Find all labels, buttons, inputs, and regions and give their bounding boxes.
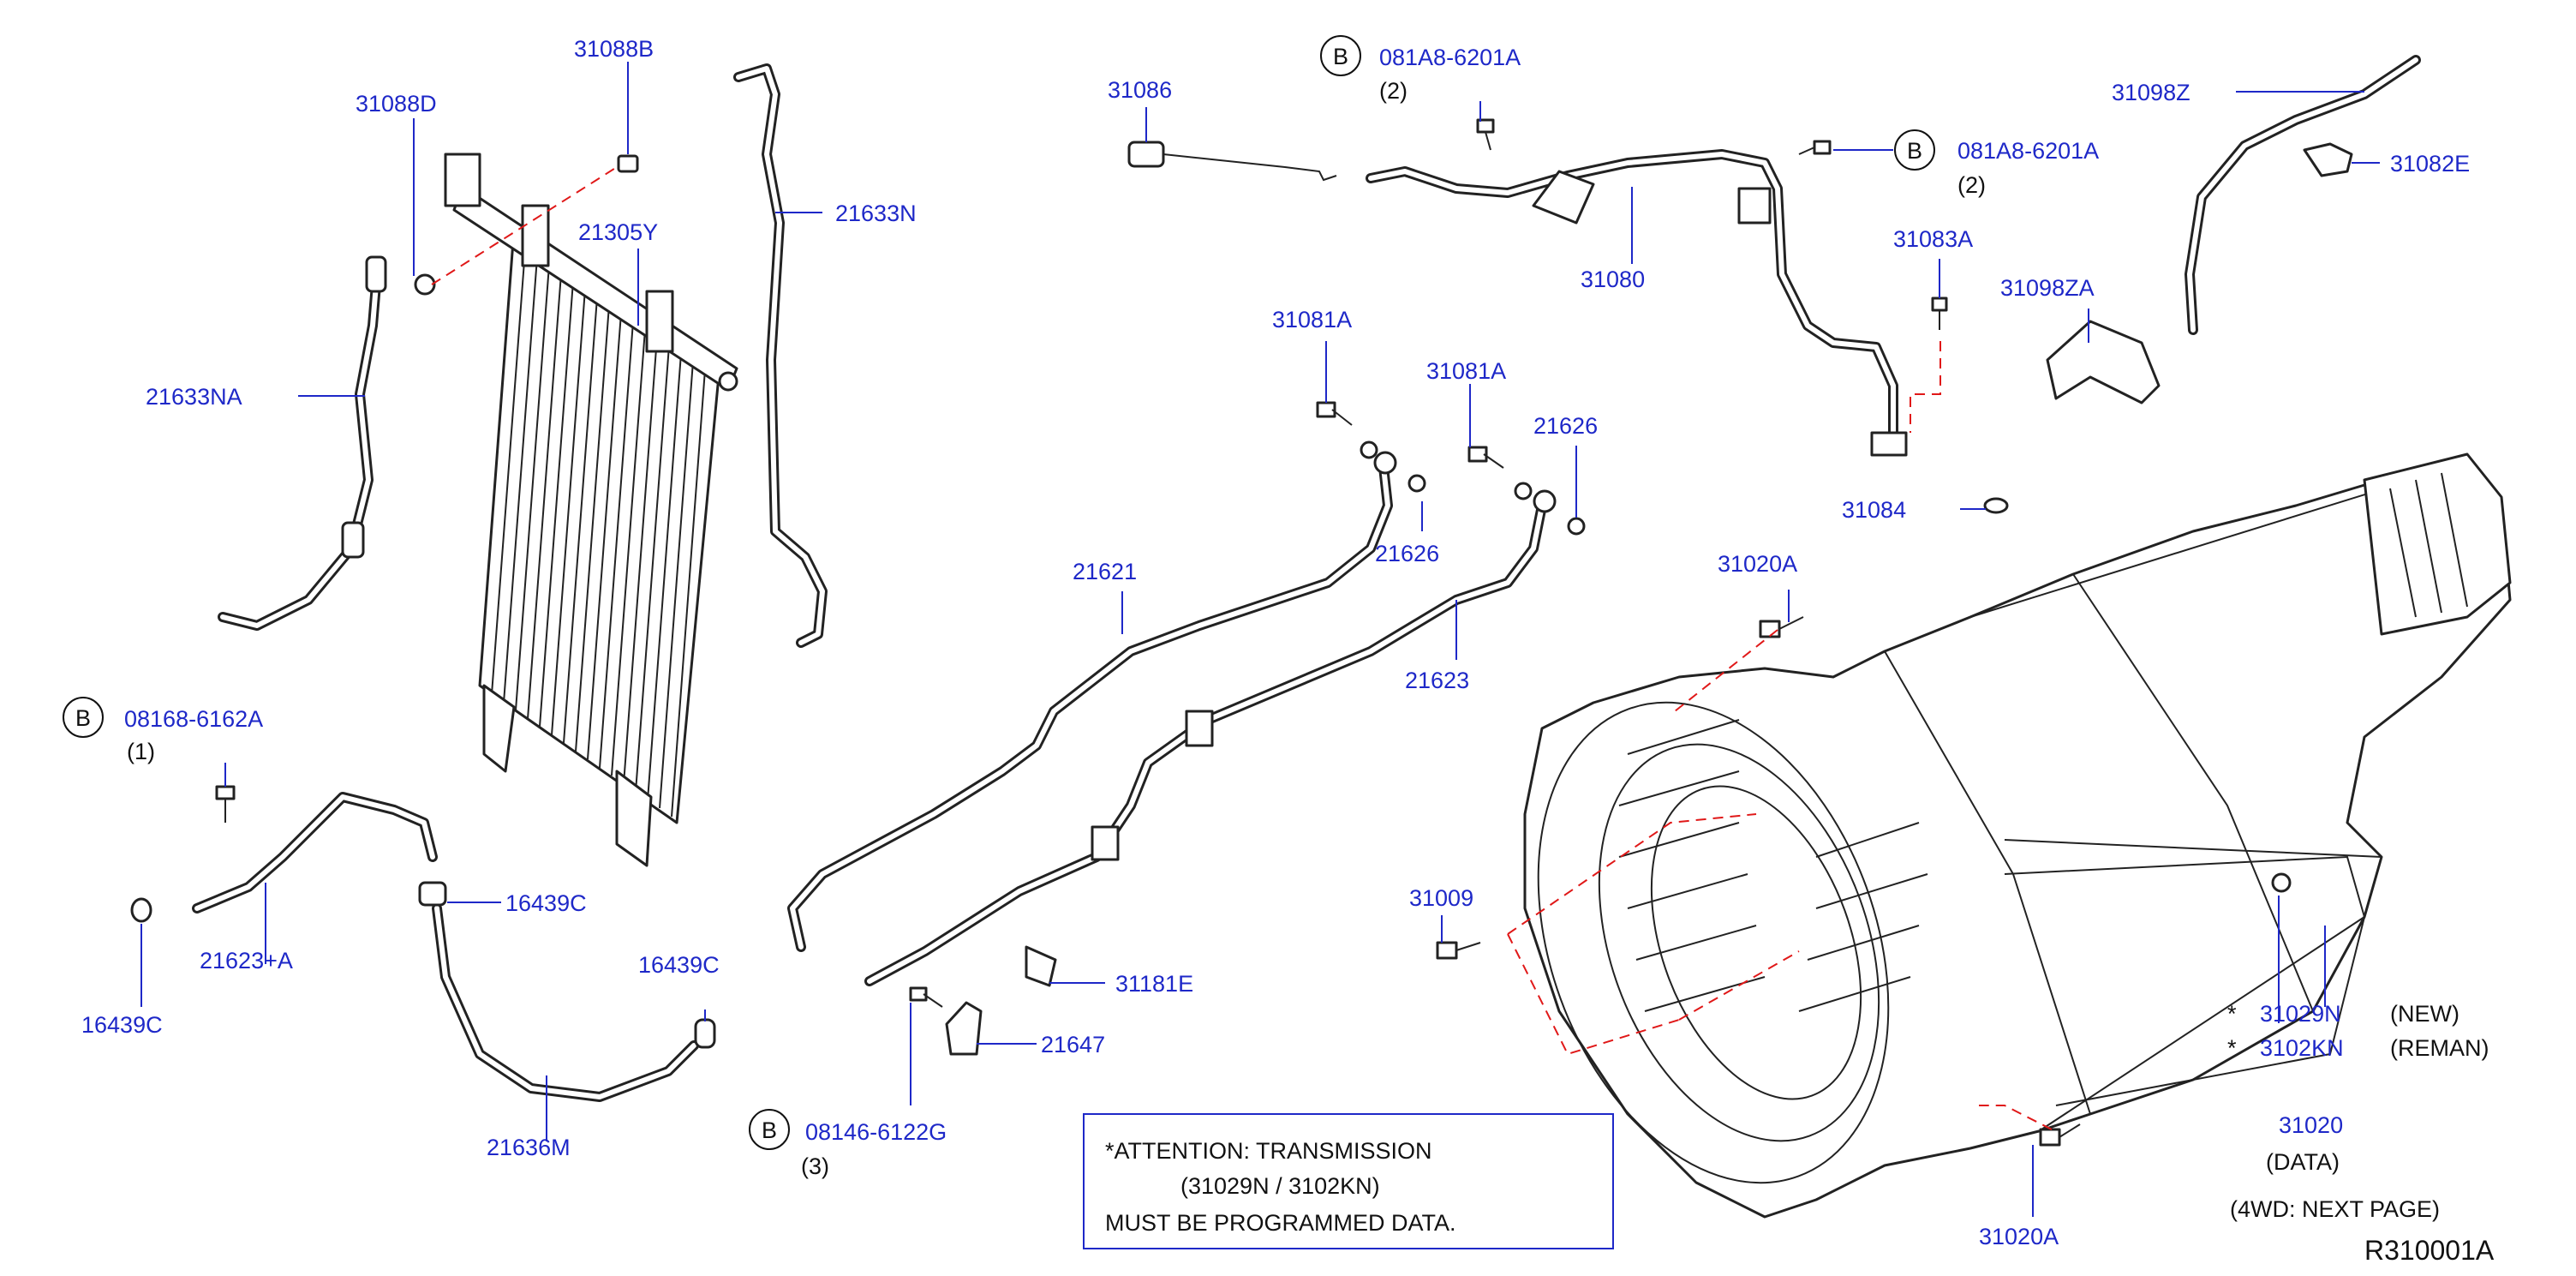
part-label-16439C-b[interactable]: 16439C bbox=[638, 952, 720, 978]
part-label-31009[interactable]: 31009 bbox=[1409, 885, 1473, 911]
part-label-31088D[interactable]: 31088D bbox=[356, 91, 437, 117]
part-label-31081A-2[interactable]: 31081A bbox=[1426, 358, 1506, 384]
attention-box bbox=[1083, 1113, 1614, 1249]
part-label-31083A[interactable]: 31083A bbox=[1893, 226, 1973, 252]
circle-b-letter-4: B bbox=[762, 1117, 777, 1143]
part-label-3102KN[interactable]: 3102KN bbox=[2260, 1035, 2344, 1061]
part-label-31181E[interactable]: 31181E bbox=[1115, 971, 1193, 997]
part-label-16439C-c[interactable]: 16439C bbox=[81, 1012, 163, 1038]
part-label-31082E[interactable]: 31082E bbox=[2390, 151, 2470, 177]
star-marker-1: * bbox=[2227, 1001, 2237, 1027]
part-label-21647[interactable]: 21647 bbox=[1041, 1032, 1105, 1057]
transmission-assembly bbox=[1523, 452, 2512, 1219]
circle-b-3 bbox=[1894, 129, 1935, 171]
star-marker-2: * bbox=[2227, 1035, 2237, 1061]
attention-line-2: (31029N / 3102KN) bbox=[1180, 1173, 1380, 1199]
reman-note: (REMAN) bbox=[2390, 1035, 2489, 1061]
part-label-21623A[interactable]: 21623+A bbox=[200, 948, 293, 973]
part-label-31088B[interactable]: 31088B bbox=[574, 36, 654, 62]
new-note: (NEW) bbox=[2390, 1001, 2459, 1027]
part-label-31080[interactable]: 31080 bbox=[1581, 267, 1645, 292]
part-label-08168-6162A[interactable]: 08168-6162A bbox=[124, 706, 263, 732]
part-label-21626-1[interactable]: 21626 bbox=[1533, 413, 1598, 439]
circle-b-2 bbox=[1320, 35, 1361, 76]
part-label-21623[interactable]: 21623 bbox=[1405, 668, 1469, 693]
part-label-31084[interactable]: 31084 bbox=[1842, 497, 1906, 523]
circle-b-letter-3: B bbox=[1907, 138, 1922, 164]
diagram-reference-code: R310001A bbox=[2364, 1235, 2495, 1266]
attention-line-3: MUST BE PROGRAMMED DATA. bbox=[1105, 1210, 1456, 1236]
part-label-16439C-a[interactable]: 16439C bbox=[505, 890, 587, 916]
circle-b-letter-1: B bbox=[75, 705, 91, 731]
attention-line-1: *ATTENTION: TRANSMISSION bbox=[1105, 1138, 1432, 1164]
part-label-31098Z[interactable]: 31098Z bbox=[2112, 80, 2190, 105]
qty-08146: (3) bbox=[801, 1153, 829, 1179]
part-label-21305Y[interactable]: 21305Y bbox=[578, 219, 658, 245]
part-label-31029N[interactable]: 31029N bbox=[2260, 1001, 2341, 1027]
part-label-08146-6122G[interactable]: 08146-6122G bbox=[805, 1119, 947, 1145]
part-label-21636M[interactable]: 21636M bbox=[487, 1135, 571, 1160]
part-label-21621[interactable]: 21621 bbox=[1073, 559, 1137, 584]
part-label-31098ZA[interactable]: 31098ZA bbox=[2000, 275, 2095, 301]
part-label-31020[interactable]: 31020 bbox=[2279, 1112, 2343, 1138]
qty-081A8-1: (2) bbox=[1379, 78, 1408, 104]
part-label-31020A-2[interactable]: 31020A bbox=[1979, 1224, 2059, 1249]
part-label-31020A-1[interactable]: 31020A bbox=[1718, 551, 1797, 577]
circle-b-1 bbox=[63, 697, 104, 738]
part-label-21633NA[interactable]: 21633NA bbox=[146, 384, 242, 410]
part-label-21633N[interactable]: 21633N bbox=[835, 201, 917, 226]
part-label-21626-2[interactable]: 21626 bbox=[1375, 541, 1439, 566]
oil-cooler-21305Y bbox=[444, 153, 738, 867]
part-label-31086[interactable]: 31086 bbox=[1108, 77, 1172, 103]
qty-081A8-2: (2) bbox=[1957, 172, 1986, 198]
data-note: (DATA) bbox=[2266, 1149, 2340, 1175]
circle-b-letter-2: B bbox=[1333, 44, 1348, 69]
qty-08168: (1) bbox=[127, 739, 155, 764]
part-label-31081A-1[interactable]: 31081A bbox=[1272, 307, 1352, 332]
circle-b-4 bbox=[749, 1109, 790, 1150]
part-label-081A8-6201A-1[interactable]: 081A8-6201A bbox=[1379, 45, 1521, 70]
part-label-081A8-6201A-2[interactable]: 081A8-6201A bbox=[1957, 138, 2099, 164]
fourwd-note: (4WD: NEXT PAGE) bbox=[2230, 1196, 2440, 1222]
